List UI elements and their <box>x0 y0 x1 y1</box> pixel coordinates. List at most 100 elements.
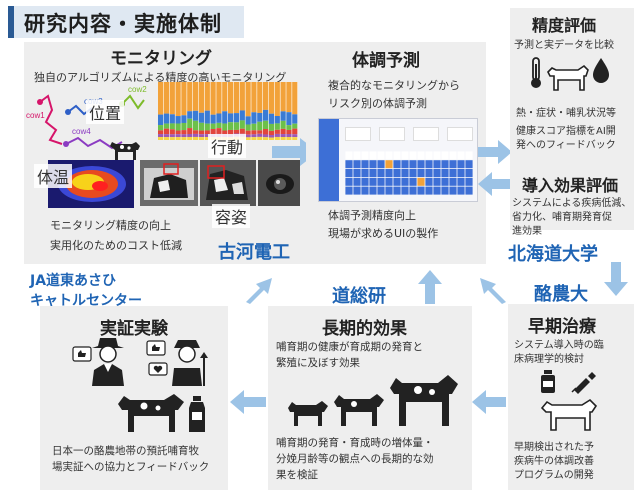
early-desc-1: システム導入時の臨 <box>514 340 604 351</box>
activity-bar-segment <box>158 130 164 135</box>
early-desc2-1: 早期検出された予 <box>514 442 594 453</box>
cow1-track <box>39 94 63 145</box>
dashboard-cell <box>369 177 377 186</box>
dashboard-cell <box>417 151 425 160</box>
longterm-desc-2: 繁殖に及ぼす効果 <box>276 357 360 369</box>
dashboard-cell <box>409 160 417 169</box>
cow-outline-early-icon <box>540 398 598 431</box>
dashboard-cell <box>369 186 377 195</box>
arrow-prediction-to-accuracy <box>478 140 512 164</box>
dashboard-cell <box>401 186 409 195</box>
activity-bar-segment <box>210 82 216 115</box>
activity-bar-segment <box>169 129 175 135</box>
cow-large-icon <box>390 375 458 426</box>
activity-bar-segment <box>286 134 292 138</box>
thumbs-up-icon-2 <box>146 340 166 356</box>
org-furukawa: 古河電工 <box>218 242 290 263</box>
activity-bar-segment <box>280 120 286 129</box>
calf-small-icon <box>288 401 328 426</box>
activity-bar-segment <box>268 130 275 136</box>
activity-bar-segment <box>245 82 251 117</box>
demo-desc-2: 場実証への協力とフィードバック <box>52 461 210 473</box>
dashboard-grid <box>345 151 473 195</box>
activity-bar-segment <box>204 123 210 131</box>
dashboard-cell <box>385 177 393 186</box>
activity-chart-image <box>158 82 298 140</box>
activity-bar-segment <box>239 110 245 121</box>
activity-bar-segment <box>228 129 234 135</box>
activity-bar-segment <box>222 130 228 135</box>
activity-bar-segment <box>158 114 164 126</box>
accuracy-title: 精度評価 <box>532 16 597 35</box>
demo-title: 実証実験 <box>100 319 168 339</box>
early-desc-2: 床病理学的検討 <box>514 354 584 365</box>
longterm-desc2-1: 哺育期の発育・育成時の増体量・ <box>276 437 434 449</box>
arrow-longterm-up <box>418 270 442 304</box>
activity-bar-segment <box>163 123 170 129</box>
early-title: 早期治療 <box>528 317 596 337</box>
dashboard-cell <box>465 169 473 177</box>
page-title: 研究内容・実施体制 <box>24 12 222 36</box>
dashboard-cell <box>377 151 385 160</box>
activity-bar-segment <box>163 134 170 138</box>
dashboard-cell <box>425 151 433 160</box>
activity-bar-segment <box>239 128 245 134</box>
activity-bar-segment <box>245 130 251 135</box>
activity-bar-segment <box>181 137 187 140</box>
dashboard-cell <box>377 186 385 195</box>
activity-bar-segment <box>263 120 269 130</box>
activity-bar-segment <box>228 122 234 130</box>
activity-bar-segment <box>228 113 234 123</box>
dashboard-cell <box>441 151 449 160</box>
cow-demo-icon <box>118 394 184 432</box>
activity-bar-segment <box>222 123 228 131</box>
activity-bar-segment <box>181 82 187 116</box>
activity-bar-segment <box>222 111 228 124</box>
dashboard-cell <box>361 169 369 177</box>
temperature-label: 体温 <box>34 164 73 188</box>
accuracy-line-2: 熱・症状・哺乳状況等 <box>516 108 616 119</box>
dashboard-cell <box>441 186 449 195</box>
dashboard-sidebar <box>319 119 339 201</box>
posture-label: 容姿 <box>212 204 251 228</box>
dashboard-cell <box>353 186 361 195</box>
dashboard-cell <box>353 151 361 160</box>
early-desc2-3: プログラムの開発 <box>514 470 594 481</box>
activity-bar-segment <box>274 133 280 137</box>
dashboard-cell <box>401 151 409 160</box>
position-label: 位置 <box>86 100 125 124</box>
activity-bar-segment <box>263 82 269 110</box>
activity-bar-segment <box>198 130 205 135</box>
arrow-early-to-longterm <box>472 390 506 414</box>
activity-bar-segment <box>187 82 193 112</box>
dashboard-cell <box>393 177 401 186</box>
activity-bar-segment <box>251 130 257 135</box>
activity-bar-segment <box>193 136 199 140</box>
dashboard-cell <box>353 169 361 177</box>
activity-bar-segment <box>193 120 199 131</box>
accuracy-line-3b: 発へのフィードバック <box>516 140 616 151</box>
accuracy-panel <box>510 8 634 230</box>
dashboard-cell <box>345 169 353 177</box>
dashboard-cell <box>353 160 361 169</box>
dashboard-cell <box>433 186 441 195</box>
activity-bar-segment <box>175 137 181 140</box>
farmer-man-icon <box>92 338 124 386</box>
monitoring-bullet-1: モニタリング精度の向上 <box>50 219 171 232</box>
cow-icon <box>110 142 140 160</box>
activity-bar-segment <box>163 128 170 135</box>
activity-bar-segment <box>251 137 257 140</box>
activity-bar-segment <box>181 122 187 131</box>
milk-can-icon <box>189 396 205 432</box>
dashboard-cell <box>449 169 457 177</box>
early-panel <box>508 304 634 490</box>
activity-bar-segment <box>257 112 263 122</box>
effect-desc-3: 進効果 <box>512 226 542 237</box>
activity-bar-segment <box>175 134 181 138</box>
dashboard-cell <box>393 186 401 195</box>
activity-bar-segment <box>198 82 205 113</box>
org-doso: 道総研 <box>332 286 386 307</box>
accuracy-line-1: 予測と実データを比較 <box>514 40 614 51</box>
arrow-demo-up <box>246 278 272 304</box>
monitoring-panel <box>24 42 306 264</box>
